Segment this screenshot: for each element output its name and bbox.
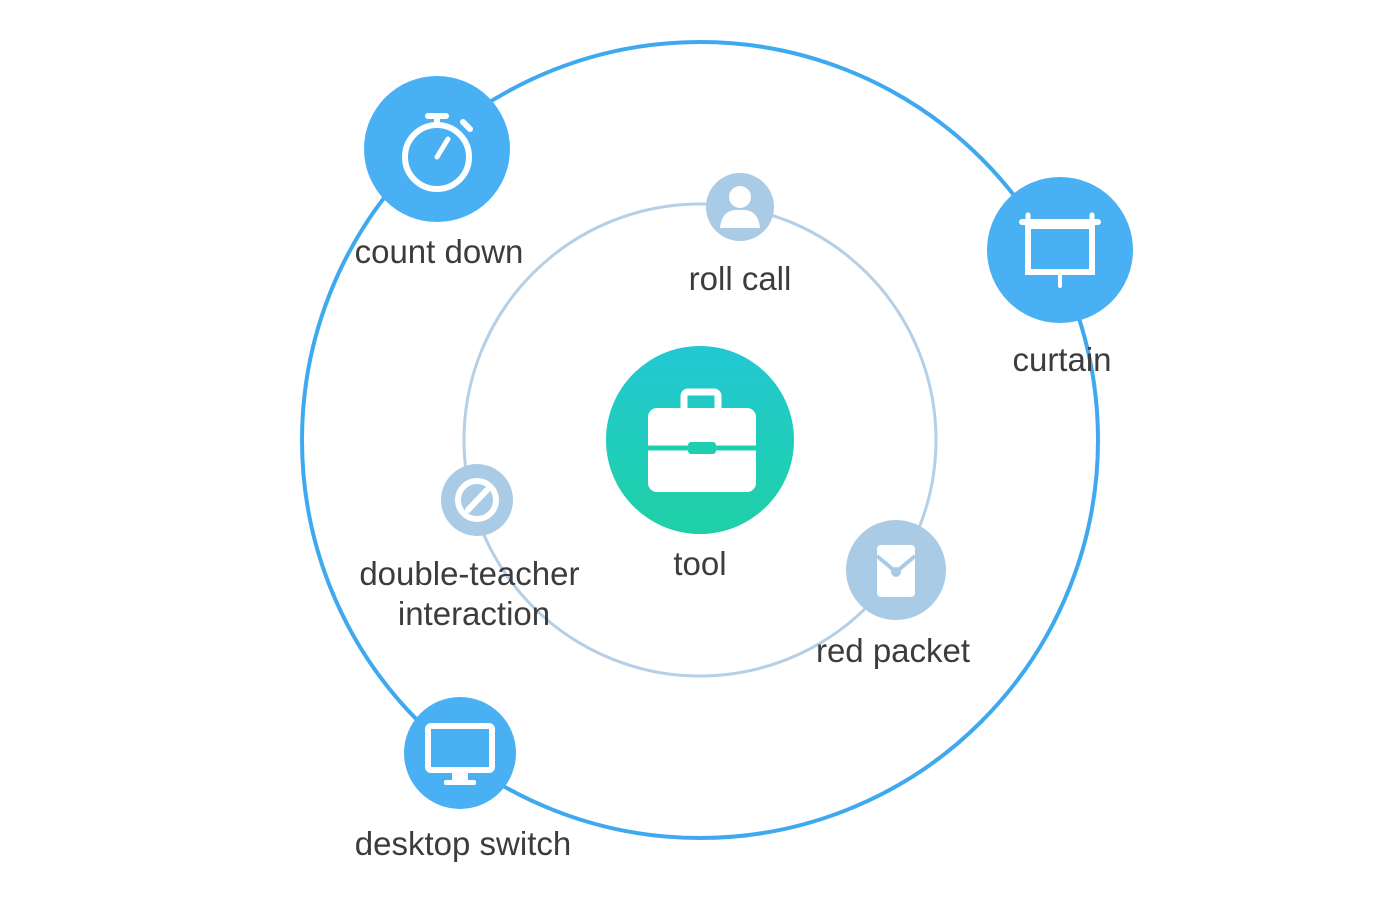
double-teacher-label: double-teacher interaction xyxy=(359,555,588,632)
tool-label: tool xyxy=(673,545,726,582)
double-teacher-label-line1: double-teacher xyxy=(359,555,579,592)
roll-call-node[interactable]: roll call xyxy=(689,173,792,297)
red-packet-node[interactable]: red packet xyxy=(816,520,970,669)
projector-screen-icon xyxy=(1019,212,1101,288)
compass-icon xyxy=(455,478,499,522)
red-packet-label: red packet xyxy=(816,632,970,669)
tool-node[interactable]: tool xyxy=(606,346,794,582)
desktop-switch-label: desktop switch xyxy=(355,825,571,862)
curtain-label: curtain xyxy=(1012,341,1111,378)
stopwatch-icon xyxy=(402,113,473,192)
curtain-node[interactable]: curtain xyxy=(987,177,1133,378)
double-teacher-node[interactable]: double-teacher interaction xyxy=(359,464,588,632)
briefcase-icon xyxy=(648,388,756,492)
monitor-icon xyxy=(425,723,495,785)
outer-orbit-ring xyxy=(300,40,1100,840)
double-teacher-label-line2: interaction xyxy=(398,595,550,632)
envelope-icon xyxy=(875,545,917,597)
desktop-switch-node[interactable]: desktop switch xyxy=(355,697,571,862)
person-icon xyxy=(720,186,760,228)
count-down-node[interactable]: count down xyxy=(355,76,524,270)
roll-call-label: roll call xyxy=(689,260,792,297)
inner-orbit-ring xyxy=(462,202,938,678)
count-down-label: count down xyxy=(355,233,524,270)
